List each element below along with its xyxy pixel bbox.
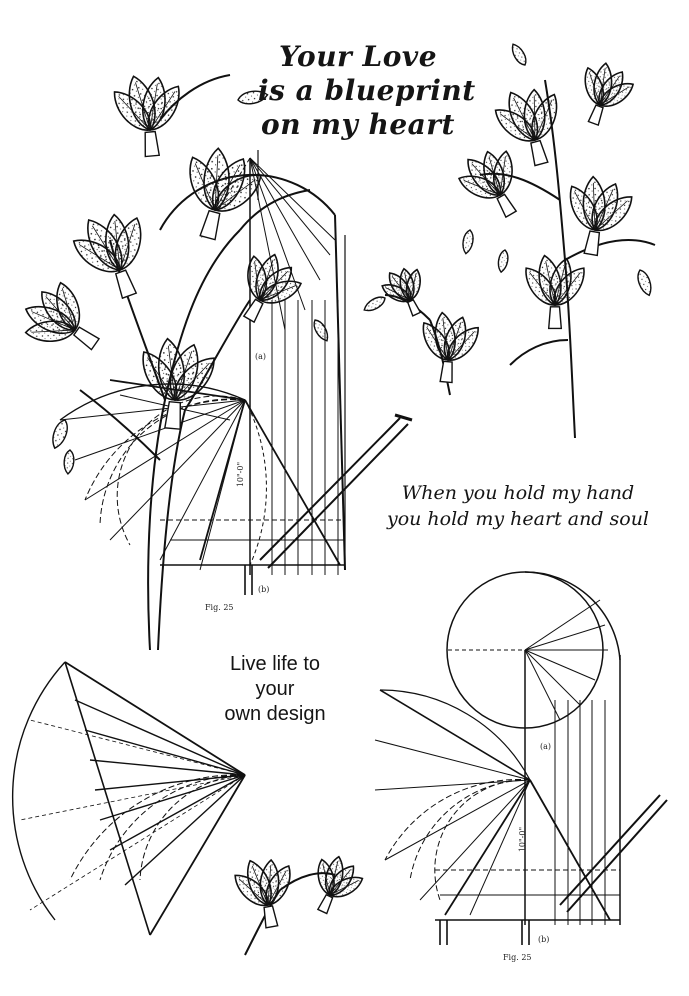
- quote-live-life-line-2: your: [255, 678, 295, 700]
- freesia-sprig-icon: [361, 259, 487, 395]
- quote-hold-hand: When you hold my hand you hold my heart …: [370, 480, 666, 532]
- freesia-bud-icon: [226, 847, 373, 955]
- quote-blueprint-line-3: on my heart: [261, 108, 455, 141]
- construction-diagram-bottom: [375, 572, 667, 945]
- quote-live-life-line-1: Live life to: [229, 653, 321, 675]
- dimension-label-top: 10"-0": [236, 461, 246, 488]
- quote-blueprint-line-2: is a blueprint: [258, 74, 476, 107]
- quote-hold-hand-line-2: you hold my heart and soul: [386, 508, 650, 530]
- freesia-bouquet-icon: [8, 69, 332, 650]
- quote-hold-hand-line-1: When you hold my hand: [401, 482, 635, 504]
- construction-diagram-top: [60, 150, 412, 595]
- quote-blueprint-line-1: Your Love: [278, 40, 438, 73]
- figure-label-b-top: (b): [258, 585, 270, 594]
- figure-caption-bottom: Fig. 25: [503, 953, 532, 962]
- quote-live-life-line-3: own design: [224, 703, 326, 725]
- freesia-stem-icon: [446, 41, 655, 438]
- figure-label-a-bottom: (a): [540, 742, 552, 751]
- quote-blueprint: Your Love is a blueprint on my heart: [258, 40, 476, 142]
- figure-label-b-bottom: (b): [538, 935, 550, 944]
- quote-live-life: Live life to your own design: [200, 652, 350, 727]
- figure-label-a-top: (a): [255, 352, 267, 361]
- dimension-label-bottom: 10"-0": [518, 826, 528, 853]
- figure-caption-top: Fig. 25: [205, 603, 234, 612]
- fan-diagram: [13, 662, 245, 935]
